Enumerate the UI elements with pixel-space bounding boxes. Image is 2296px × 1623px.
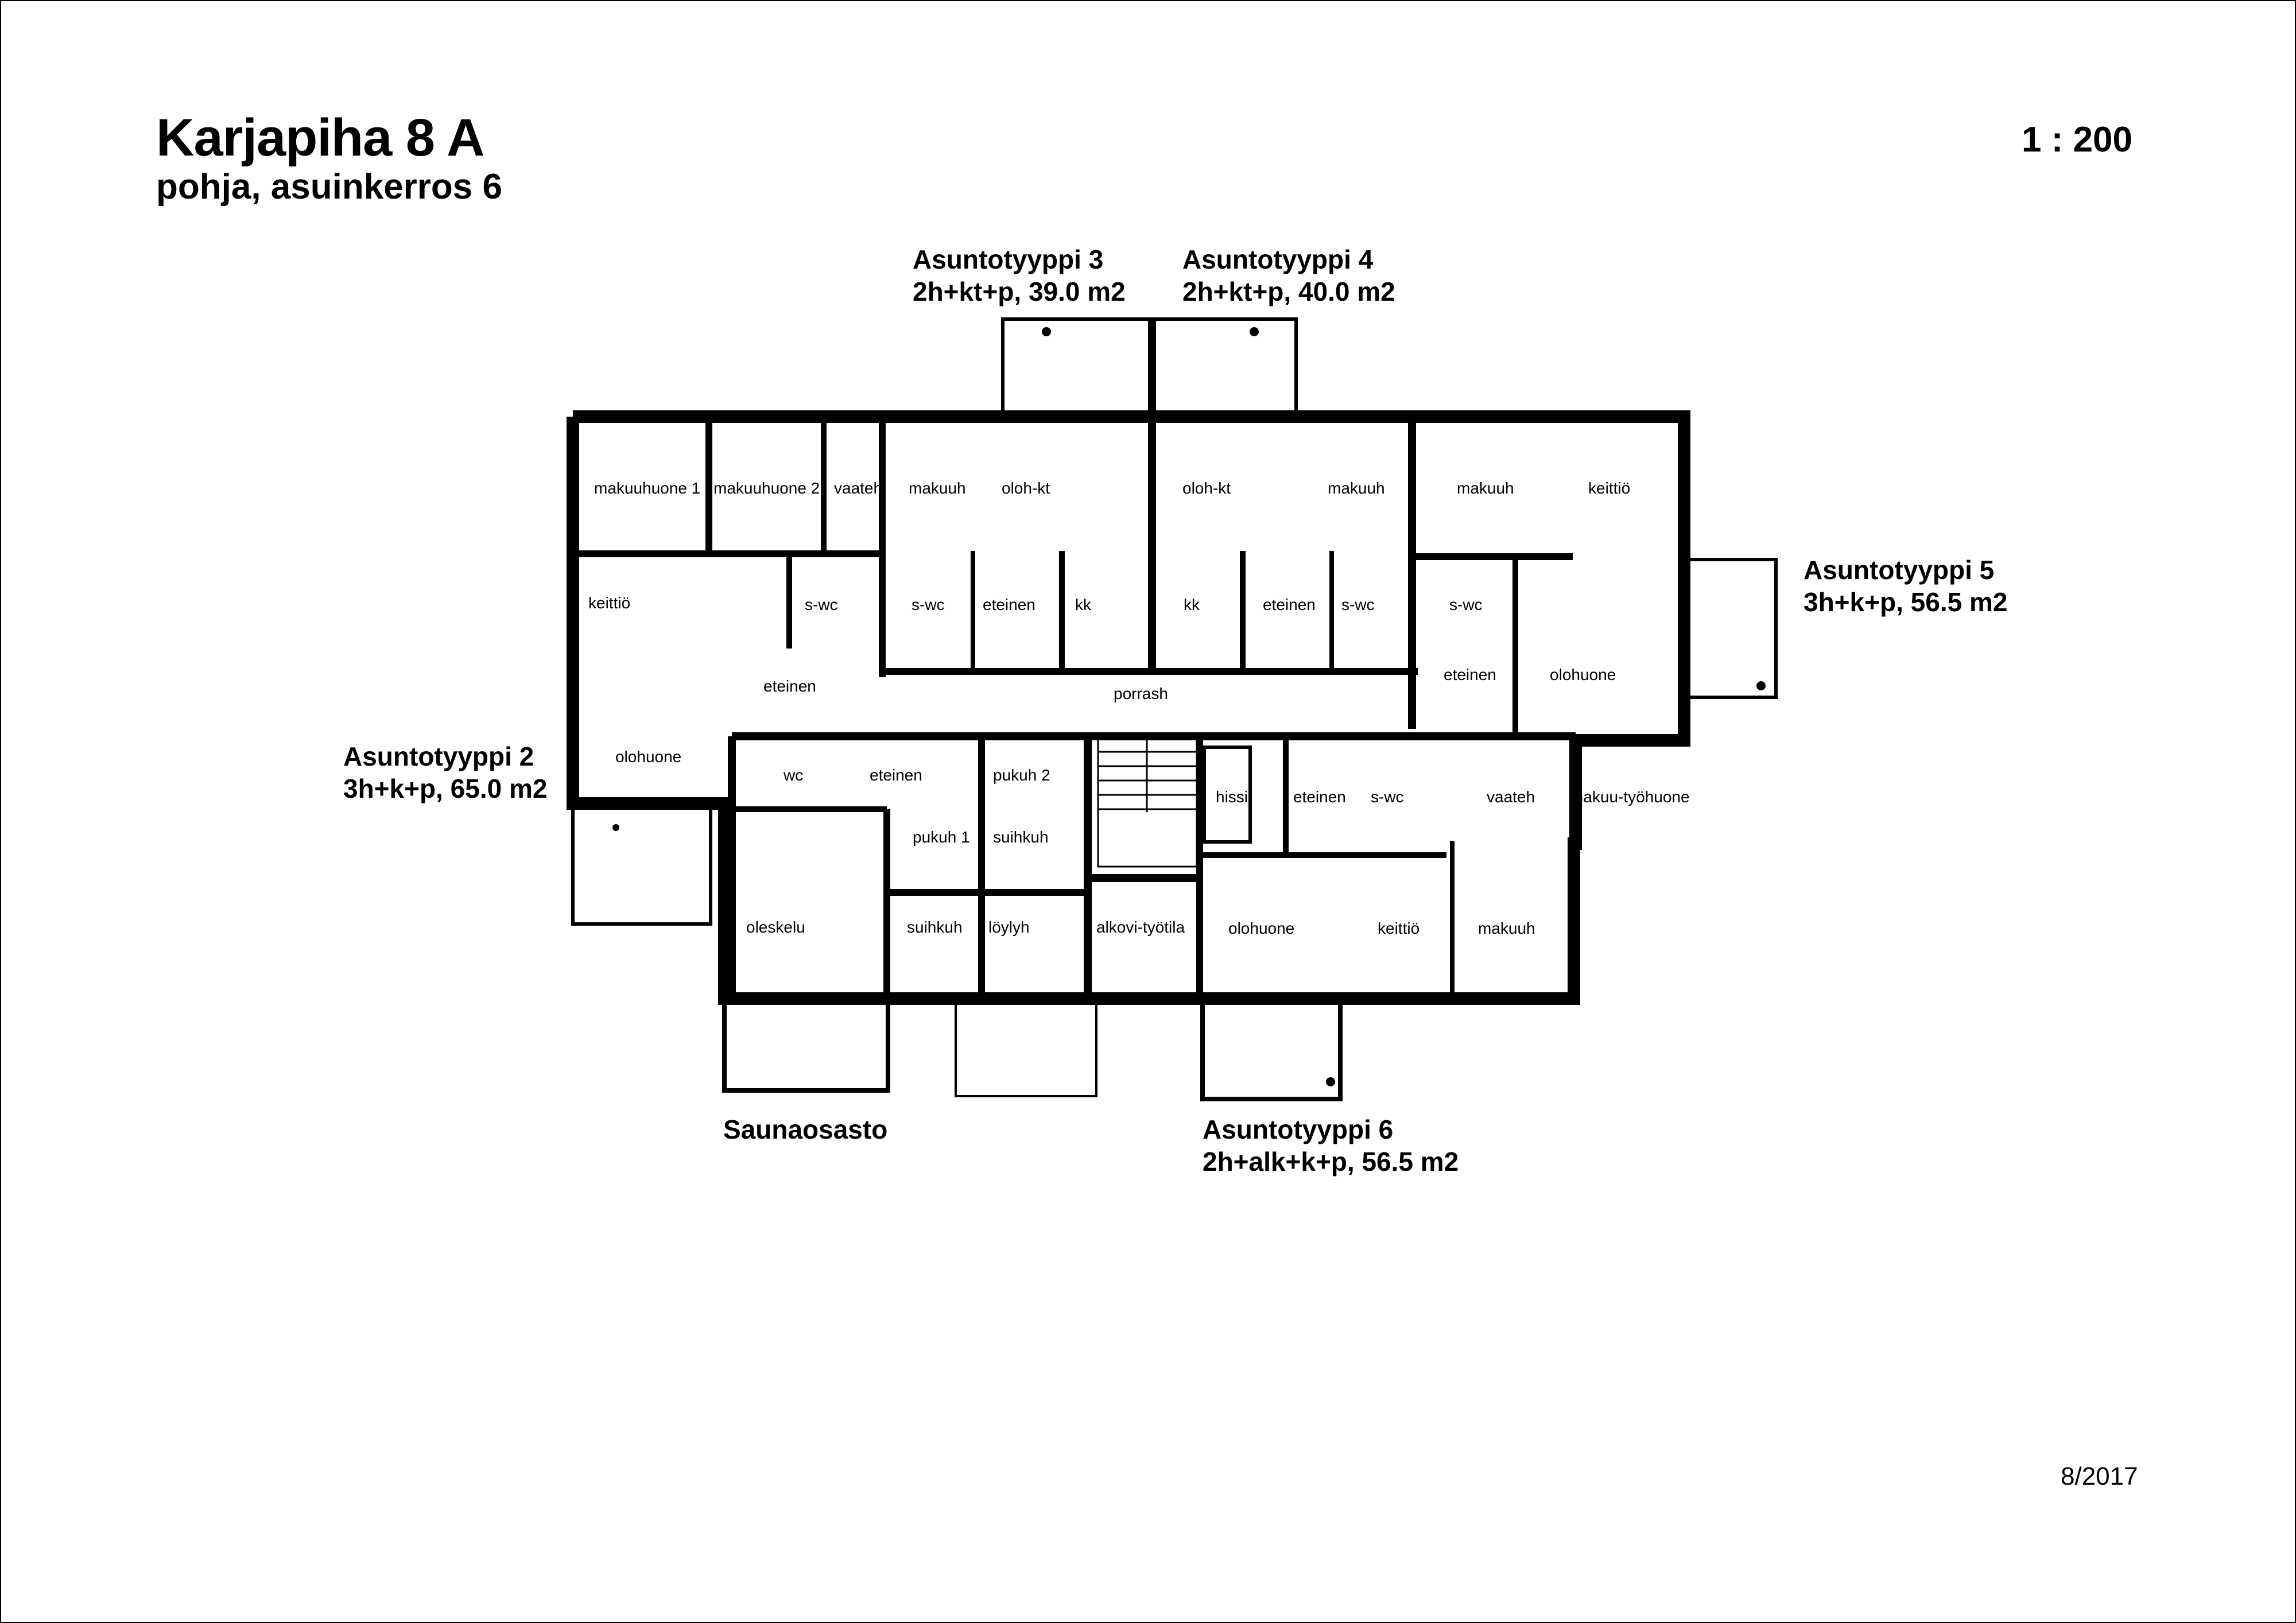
balcony-type3: [1001, 317, 1154, 418]
room-labels: makuuhuone 1 makuuhuone 2 vaateh makuuh oloh…: [588, 479, 1690, 937]
room-label: eteinen: [1263, 596, 1316, 614]
date-label: 8/2017: [2061, 1462, 2138, 1490]
unit-label-sauna: Saunaosasto: [723, 1113, 887, 1146]
unit-label-type3: Asuntotyyppi 3 2h+kt+p, 39.0 m2: [913, 243, 1126, 308]
room-label: eteinen: [870, 766, 922, 784]
room-label: makuuh: [1478, 919, 1535, 937]
room-label: keittiö: [1378, 919, 1420, 937]
room-label: pukuh 1: [913, 828, 970, 846]
room-label: vaateh: [1487, 788, 1535, 806]
unit-spec: 3h+k+p, 65.0 m2: [343, 774, 548, 803]
column-dots: [612, 327, 1766, 1086]
walls: [567, 317, 1778, 1101]
room-label: suihkuh: [907, 918, 963, 936]
drawing-title: Karjapiha 8 A: [156, 108, 485, 167]
elevator-shaft: [1203, 746, 1252, 844]
unit-spec: 2h+kt+p, 39.0 m2: [913, 277, 1126, 306]
unit-label-type6: Asuntotyyppi 6 2h+alk+k+p, 56.5 m2: [1203, 1113, 1459, 1178]
room-label: oloh-kt: [1002, 479, 1050, 497]
balcony-common: [955, 997, 1097, 1097]
balcony-type5: [1682, 558, 1778, 699]
room-label: makuuh: [1457, 479, 1514, 497]
room-label: makuuhuone 1: [594, 479, 700, 497]
room-label: olohuone: [1228, 919, 1294, 937]
room-label: s-wc: [1371, 788, 1404, 806]
unit-label-type5: Asuntotyyppi 5 3h+k+p, 56.5 m2: [1804, 554, 2007, 618]
unit-name: Asuntotyyppi 2: [343, 741, 534, 771]
room-label: s-wc: [912, 596, 945, 614]
room-label: makuu-työhuone: [1570, 788, 1690, 806]
unit-label-type2: Asuntotyyppi 2 3h+k+p, 65.0 m2: [343, 740, 547, 805]
balcony-type6: [1200, 996, 1343, 1101]
room-label: makuuh: [909, 479, 966, 497]
room-label: alkovi-työtila: [1096, 918, 1185, 936]
balcony-type4: [1150, 317, 1298, 418]
room-label: hissi: [1216, 788, 1248, 806]
room-label: kk: [1075, 596, 1092, 614]
room-label: keittiö: [1588, 479, 1630, 497]
room-label: olohuone: [615, 748, 681, 766]
room-label: suihkuh: [993, 828, 1049, 846]
drawing-subtitle: pohja, asuinkerros 6: [156, 167, 502, 207]
room-label: pukuh 2: [993, 766, 1050, 784]
room-label: makuuhuone 2: [713, 479, 820, 497]
room-label: eteinen: [763, 677, 816, 695]
room-label: wc: [783, 766, 803, 784]
unit-name: Saunaosasto: [723, 1115, 888, 1144]
room-label: s-wc: [1341, 596, 1375, 614]
room-label: s-wc: [805, 596, 838, 614]
room-label: makuuh: [1328, 479, 1385, 497]
room-label: vaateh: [834, 479, 882, 497]
balcony-type2: [571, 802, 712, 926]
room-label: kk: [1184, 596, 1200, 614]
unit-spec: 3h+k+p, 56.5 m2: [1804, 587, 2008, 617]
room-label: eteinen: [1444, 666, 1496, 684]
room-label: s-wc: [1449, 596, 1483, 614]
room-label: eteinen: [983, 596, 1035, 614]
exterior-wall: [567, 410, 1690, 1005]
room-label: löylyh: [988, 918, 1030, 936]
room-label: porrash: [1114, 685, 1168, 702]
unit-spec: 2h+alk+k+p, 56.5 m2: [1203, 1147, 1459, 1177]
room-label: keittiö: [588, 594, 630, 612]
unit-name: Asuntotyyppi 5: [1804, 555, 1995, 585]
unit-spec: 2h+kt+p, 40.0 m2: [1182, 277, 1395, 306]
room-label: oleskelu: [746, 918, 805, 936]
room-label: olohuone: [1550, 666, 1616, 684]
room-label: eteinen: [1293, 788, 1346, 806]
room-label: oloh-kt: [1182, 479, 1231, 497]
unit-name: Asuntotyyppi 4: [1182, 244, 1374, 274]
scale-label: 1 : 200: [2022, 120, 2133, 160]
unit-name: Asuntotyyppi 6: [1203, 1115, 1394, 1144]
unit-label-type4: Asuntotyyppi 4 2h+kt+p, 40.0 m2: [1182, 243, 1395, 308]
balcony-sauna: [722, 996, 890, 1093]
stairwell: [1097, 736, 1198, 868]
unit-name: Asuntotyyppi 3: [913, 244, 1104, 274]
